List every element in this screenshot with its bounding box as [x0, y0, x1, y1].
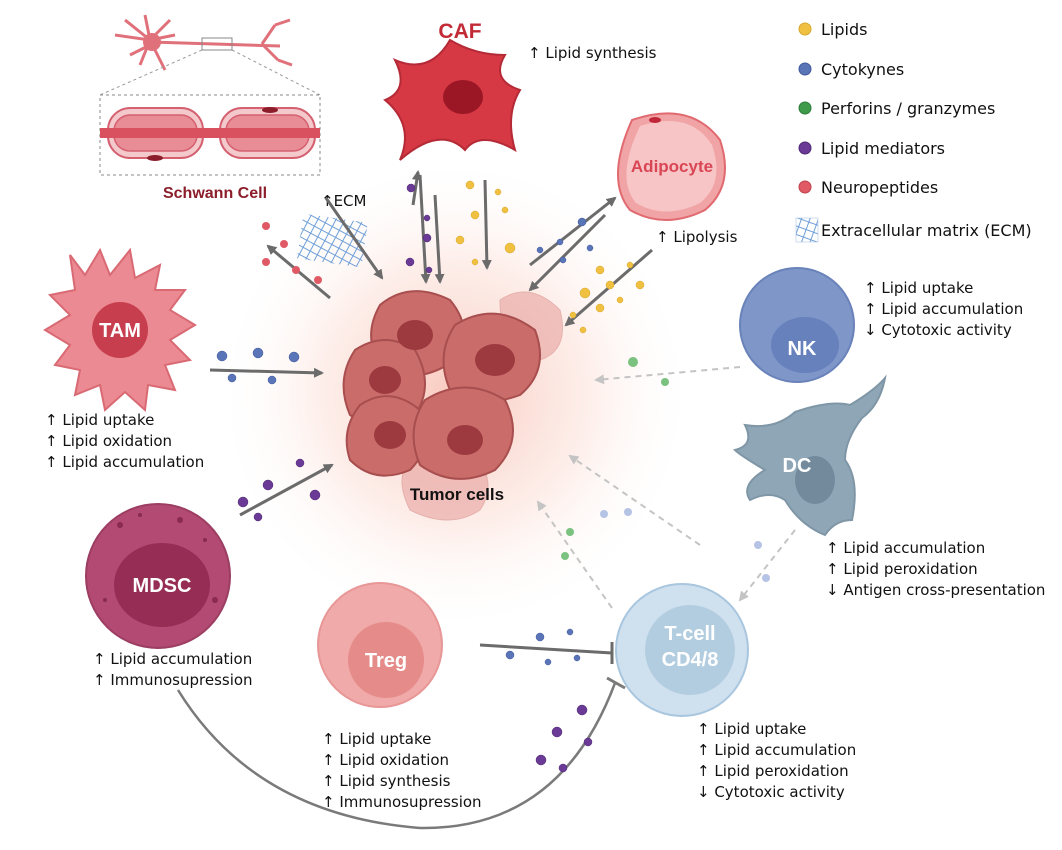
tcell-annotation-1: ↑ Lipid uptake: [697, 720, 806, 738]
legend-label-ecm: Extracellular matrix (ECM): [821, 221, 1032, 240]
mdsc-annotation-1: ↑ Lipid accumulation: [93, 650, 252, 668]
ecm-mesh: ↑ECM: [297, 192, 368, 268]
adipocyte-annotation: ↑ Lipolysis: [656, 228, 738, 246]
tcell-annotation-2: ↑ Lipid accumulation: [697, 741, 856, 759]
legend-item-ecm: Extracellular matrix (ECM): [795, 217, 1032, 243]
inhibition-lines: [176, 642, 626, 830]
tcell-label-2: CD4/8: [662, 649, 719, 671]
tam-annotation-2: ↑ Lipid oxidation: [45, 432, 172, 450]
legend-item-lipids: Lipids: [798, 20, 867, 39]
legend-label-lipid-mediators: Lipid mediators: [821, 139, 945, 158]
neuropeptide-dots: [262, 222, 322, 284]
tcell-cell: T-cell CD4/8 ↑ Lipid uptake ↑ Lipid accu…: [615, 583, 856, 801]
caf-label: CAF: [438, 20, 481, 43]
dc-cell: DC ↑ Lipid accumulation ↑ Lipid peroxida…: [733, 374, 1045, 599]
treg-cell: Treg ↑ Lipid uptake ↑ Lipid oxidation ↑ …: [317, 582, 482, 811]
tcell-annotation-3: ↑ Lipid peroxidation: [697, 762, 849, 780]
mdsc-cell: MDSC ↑ Lipid accumulation ↑ Immunosupres…: [85, 503, 253, 689]
schwann-cell: Schwann Cell: [99, 14, 321, 202]
adipocyte-cell: Adipocyte ↑ Lipolysis: [617, 112, 738, 246]
treg-annotation-1: ↑ Lipid uptake: [322, 730, 431, 748]
mdsc-annotation-2: ↑ Immunosupression: [93, 671, 253, 689]
mdsc-label: MDSC: [133, 575, 192, 597]
tumor-cells: Tumor cells: [342, 290, 563, 521]
dc-label: DC: [783, 455, 812, 477]
tcell-label-1: T-cell: [664, 623, 715, 645]
treg-annotation-4: ↑ Immunosupression: [322, 793, 482, 811]
legend-item-neuropeptides: Neuropeptides: [798, 178, 938, 197]
nk-annotation-2: ↑ Lipid accumulation: [864, 300, 1023, 318]
treg-annotation-3: ↑ Lipid synthesis: [322, 772, 451, 790]
schwann-cell-label: Schwann Cell: [163, 185, 267, 202]
legend-item-lipid-mediators: Lipid mediators: [798, 139, 945, 158]
neuron-icon: [114, 14, 293, 71]
lipid-mediator-dots: [237, 183, 593, 773]
tam-annotation-3: ↑ Lipid accumulation: [45, 453, 204, 471]
caf-cell: CAF ↑ Lipid synthesis: [383, 20, 657, 161]
treg-annotation-2: ↑ Lipid oxidation: [322, 751, 449, 769]
ecm-icon: [795, 217, 819, 243]
tam-annotation-1: ↑ Lipid uptake: [45, 411, 154, 429]
tam-label: TAM: [99, 320, 141, 342]
dc-annotation-2: ↑ Lipid peroxidation: [826, 560, 978, 578]
caf-annotation: ↑ Lipid synthesis: [528, 44, 657, 62]
tcell-annotation-4: ↓ Cytotoxic activity: [697, 783, 845, 801]
legend-label-neuropeptides: Neuropeptides: [821, 178, 938, 197]
legend-label-perforins: Perforins / granzymes: [821, 99, 995, 118]
legend-label-cytokines: Cytokynes: [821, 60, 904, 79]
legend-label-lipids: Lipids: [821, 20, 867, 39]
dashed-arrows: [536, 366, 796, 609]
legend-item-cytokines: Cytokynes: [798, 60, 904, 79]
treg-label: Treg: [365, 650, 407, 672]
nk-annotation-1: ↑ Lipid uptake: [864, 279, 973, 297]
legend-item-perforins: Perforins / granzymes: [798, 99, 995, 118]
cytokine-dots: [216, 217, 594, 666]
perforin-dots: [561, 357, 669, 560]
dc-annotation-1: ↑ Lipid accumulation: [826, 539, 985, 557]
lipid-dots: [455, 180, 645, 334]
cytokine-dots-faded: [600, 508, 770, 582]
interaction-arrows: [209, 170, 653, 517]
tumor-cells-label: Tumor cells: [410, 485, 504, 504]
nk-cell: NK ↑ Lipid uptake ↑ Lipid accumulation ↓…: [739, 267, 1023, 383]
dc-annotation-3: ↓ Antigen cross-presentation: [826, 581, 1045, 599]
nk-label: NK: [788, 338, 817, 360]
legend: Lipids Cytokynes Perforins / granzymes L…: [795, 20, 1032, 243]
tam-cell: TAM ↑ Lipid uptake ↑ Lipid oxidation ↑ L…: [43, 247, 204, 471]
adipocyte-label: Adipocyte: [631, 157, 713, 176]
nk-annotation-3: ↓ Cytotoxic activity: [864, 321, 1012, 339]
